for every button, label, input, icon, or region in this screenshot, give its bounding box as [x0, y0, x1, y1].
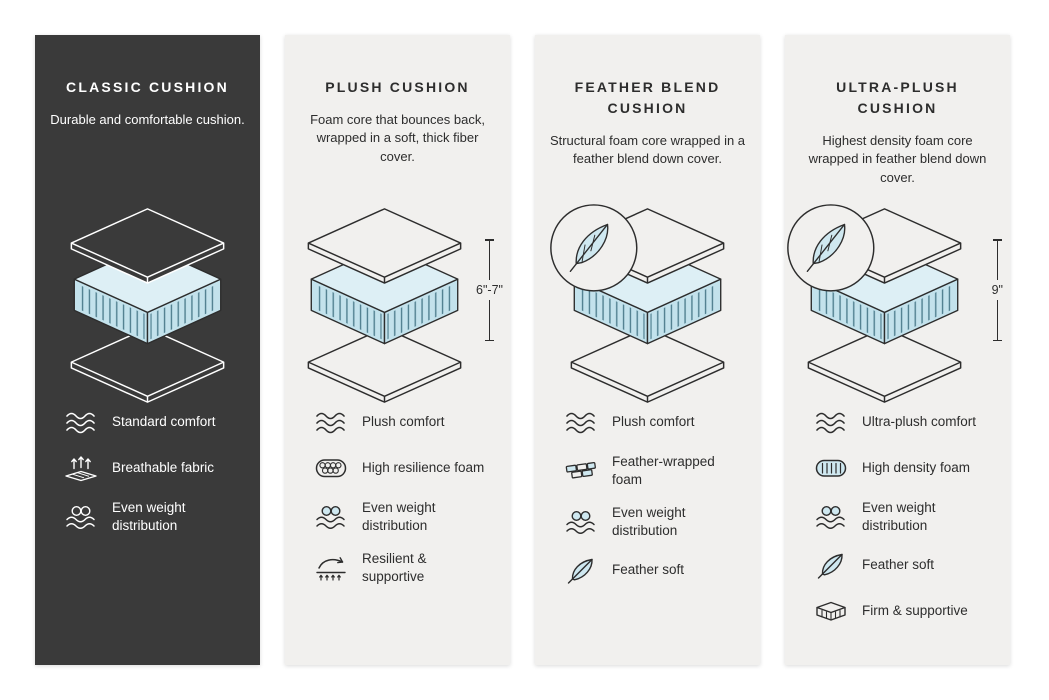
height-measurement: 9": [992, 239, 1003, 341]
feather-icon: [813, 550, 849, 580]
feature-label: Breathable fabric: [112, 460, 215, 476]
firm-supportive-icon: [813, 596, 849, 626]
panel-title: ULTRA-PLUSH CUSHION: [836, 79, 959, 116]
wave-icon: [563, 407, 599, 437]
feature-list: Ultra-plush comfort High density foam Ev…: [813, 407, 1000, 642]
breathable-fabric-icon: [63, 453, 99, 483]
feature-item: Feather soft: [813, 550, 1000, 580]
feather-wrapped-foam-icon: [563, 456, 599, 486]
even-weight-icon: [63, 502, 99, 532]
feature-item: High density foam: [813, 453, 1000, 483]
feature-item: Ultra-plush comfort: [813, 407, 1000, 437]
feature-item: Plush comfort: [313, 407, 500, 437]
cushion-layers-diagram: [45, 203, 250, 408]
feather-icon: [563, 555, 599, 585]
feature-item: Even weight distribution: [313, 499, 500, 534]
feature-label: Even weight distribution: [112, 500, 186, 533]
cushion-illustration: 9": [785, 193, 1010, 418]
measure-label: 9": [991, 283, 1003, 297]
even-weight-icon: [813, 502, 849, 532]
feature-item: Firm & supportive: [813, 596, 1000, 626]
even-weight-icon: [313, 502, 349, 532]
panel-feather-blend-cushion: FEATHER BLEND CUSHION Structural foam co…: [535, 35, 760, 665]
panel-description: Structural foam core wrapped in a feathe…: [549, 133, 746, 167]
cushion-layers-diagram: [782, 203, 987, 408]
cushion-illustration: [535, 193, 760, 418]
panel-description: Highest density foam core wrapped in fea…: [808, 133, 987, 185]
feature-label: Firm & supportive: [862, 603, 968, 619]
feature-label: Plush comfort: [612, 414, 695, 430]
feature-item: Even weight distribution: [563, 504, 750, 539]
feature-label: Ultra-plush comfort: [862, 414, 977, 430]
measure-tick-bottom: [485, 339, 495, 341]
feature-label: High resilience foam: [362, 460, 485, 476]
measure-tick-bottom: [992, 339, 1002, 341]
panel-description: Durable and comfortable cushion.: [50, 112, 245, 127]
measure-line: [488, 240, 491, 280]
feature-label: Resilient & supportive: [362, 551, 427, 584]
feature-item: Resilient & supportive: [313, 550, 500, 585]
feature-label: Feather-wrapped foam: [612, 454, 715, 487]
high-density-foam-icon: [813, 453, 849, 483]
spring-bounce-icon: [313, 553, 349, 583]
panel-classic-cushion: CLASSIC CUSHION Durable and comfortable …: [35, 35, 260, 665]
feature-list: Plush comfort High resilience foam Even …: [313, 407, 500, 601]
feature-item: Even weight distribution: [63, 499, 250, 534]
foam-bubbles-icon: [313, 453, 349, 483]
feature-item: Feather-wrapped foam: [563, 453, 750, 488]
feature-list: Plush comfort Feather-wrapped foam Even …: [563, 407, 750, 601]
measure-line: [996, 240, 999, 280]
feature-item: Even weight distribution: [813, 499, 1000, 534]
panel-title: FEATHER BLEND CUSHION: [574, 79, 721, 116]
feather-badge: [788, 205, 874, 291]
even-weight-icon: [563, 507, 599, 537]
measure-tick-top: [485, 239, 495, 241]
wave-icon: [63, 407, 99, 437]
cushion-illustration: 6"-7": [285, 193, 510, 418]
feature-label: Plush comfort: [362, 414, 445, 430]
feature-item: Standard comfort: [63, 407, 250, 437]
feature-label: High density foam: [862, 460, 971, 476]
panel-title: PLUSH CUSHION: [325, 79, 470, 95]
feature-label: Even weight distribution: [862, 500, 936, 533]
feature-label: Feather soft: [612, 562, 685, 578]
feature-item: Feather soft: [563, 555, 750, 585]
feature-label: Even weight distribution: [612, 505, 686, 538]
feature-label: Feather soft: [862, 557, 935, 573]
panel-description: Foam core that bounces back, wrapped in …: [310, 112, 485, 164]
panel-ultra-plush-cushion: ULTRA-PLUSH CUSHION Highest density foam…: [785, 35, 1010, 665]
measure-line: [488, 300, 491, 340]
feature-item: Breathable fabric: [63, 453, 250, 483]
feature-item: Plush comfort: [563, 407, 750, 437]
cushion-layers-diagram: [282, 203, 487, 408]
measure-line: [996, 300, 999, 340]
feature-item: High resilience foam: [313, 453, 500, 483]
panel-title: CLASSIC CUSHION: [66, 79, 229, 95]
panel-plush-cushion: PLUSH CUSHION Foam core that bounces bac…: [285, 35, 510, 665]
wave-icon: [813, 407, 849, 437]
measure-label: 6"-7": [476, 283, 503, 297]
wave-icon: [313, 407, 349, 437]
feature-label: Standard comfort: [112, 414, 216, 430]
feature-list: Standard comfort Breathable fabric Even …: [63, 407, 250, 550]
height-measurement: 6"-7": [476, 239, 503, 341]
cushion-layers-diagram: [545, 203, 750, 408]
measure-tick-top: [992, 239, 1002, 241]
feature-label: Even weight distribution: [362, 500, 436, 533]
cushion-illustration: [35, 193, 260, 418]
feather-badge: [551, 205, 637, 291]
